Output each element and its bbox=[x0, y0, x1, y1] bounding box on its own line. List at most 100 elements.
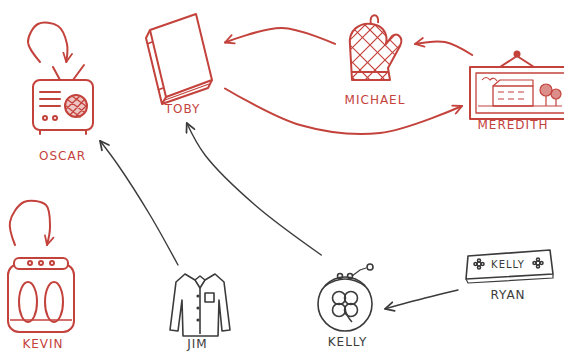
book-icon bbox=[146, 14, 212, 104]
shirt-icon-part bbox=[205, 293, 214, 302]
person-name: JIM bbox=[187, 337, 207, 351]
person-name: MEREDITH bbox=[478, 118, 549, 132]
purse-icon-part bbox=[333, 292, 346, 305]
picture-icon-part bbox=[540, 84, 552, 96]
foot-massager-icon-part bbox=[28, 261, 32, 265]
picture-icon-part bbox=[515, 52, 520, 57]
book-icon-part bbox=[146, 30, 166, 104]
person-name: TOBY bbox=[165, 102, 201, 116]
picture-icon-part bbox=[470, 67, 564, 119]
gift-node: KELLY RYAN bbox=[458, 245, 558, 305]
picture-icon-part bbox=[493, 80, 533, 99]
picture-icon bbox=[470, 52, 564, 120]
gift-arrow bbox=[415, 41, 472, 55]
purse-icon-part bbox=[345, 292, 358, 305]
foot-massager-icon-part bbox=[10, 319, 72, 320]
shirt-icon-part bbox=[195, 280, 205, 288]
oven-mitt-icon bbox=[330, 10, 410, 120]
radio-icon-part bbox=[40, 92, 60, 106]
radio-icon-part bbox=[53, 116, 57, 120]
person-name: RYAN bbox=[490, 288, 525, 302]
book-icon-part bbox=[162, 80, 212, 104]
nameplate-icon-part bbox=[474, 263, 477, 266]
purse-icon bbox=[318, 264, 373, 331]
person-name: KEVIN bbox=[22, 337, 63, 351]
shirt-icon-part bbox=[199, 288, 201, 334]
book-icon-part bbox=[147, 42, 163, 90]
book-icon-part bbox=[165, 84, 209, 100]
nameplate-icon-part bbox=[466, 250, 553, 279]
purse-icon-part bbox=[345, 310, 352, 322]
foot-massager-icon-part bbox=[8, 264, 74, 332]
gift-arrow bbox=[385, 290, 458, 309]
gift-arrow bbox=[28, 23, 67, 62]
gift-node: MEREDITH bbox=[462, 55, 564, 140]
nameplate-icon-part bbox=[533, 262, 536, 265]
picture-icon-part bbox=[551, 89, 561, 99]
purse-icon-part bbox=[367, 264, 373, 270]
nameplate-text: KELLY bbox=[491, 258, 525, 272]
radio-icon-part bbox=[43, 116, 47, 120]
oven-mitt-icon-part-part bbox=[330, 10, 410, 120]
nameplate-icon-part bbox=[481, 263, 484, 266]
picture-icon-part bbox=[500, 56, 534, 67]
oven-mitt-icon-part bbox=[351, 71, 389, 73]
oven-mitt-icon-part bbox=[330, 10, 410, 120]
radio-icon bbox=[33, 65, 93, 134]
purse-icon-part bbox=[348, 274, 353, 279]
person-name: OSCAR bbox=[39, 149, 86, 163]
person-name: MICHAEL bbox=[345, 93, 406, 107]
oven-mitt-icon-part-part bbox=[330, 10, 410, 105]
shirt-icon-part bbox=[197, 319, 199, 321]
picture-icon-part bbox=[476, 73, 564, 113]
oven-mitt-icon-part bbox=[350, 24, 402, 80]
purse-icon-part bbox=[325, 279, 365, 286]
gift-node: MICHAEL bbox=[335, 10, 415, 107]
purse-icon-part bbox=[338, 274, 343, 279]
radio-icon-part bbox=[33, 80, 93, 130]
radio-icon-part bbox=[65, 95, 87, 117]
radio-icon-part bbox=[66, 96, 86, 117]
nameplate-icon-part bbox=[540, 262, 543, 265]
picture-icon-part bbox=[493, 86, 533, 106]
foot-massager-icon-part bbox=[45, 282, 63, 322]
gift-arrow bbox=[225, 28, 335, 44]
foot-massager-icon-part bbox=[14, 258, 68, 269]
nameplate-icon-part bbox=[537, 258, 540, 261]
radio-icon-part bbox=[40, 130, 86, 134]
purse-icon-part bbox=[352, 268, 366, 276]
foot-massager-icon-part bbox=[19, 282, 37, 322]
gift-arrow bbox=[100, 141, 178, 265]
shirt-icon bbox=[170, 274, 230, 336]
gift-node: KELLY bbox=[310, 255, 385, 353]
oven-mitt-icon-part bbox=[371, 15, 379, 24]
picture-icon-part bbox=[482, 78, 497, 82]
gift-arrow bbox=[10, 201, 50, 245]
nameplate-icon-part bbox=[466, 274, 553, 283]
picture-icon-part bbox=[478, 96, 562, 106]
shirt-icon-part bbox=[170, 274, 230, 336]
book-icon-part bbox=[150, 14, 212, 97]
radio-icon-part bbox=[53, 65, 84, 80]
nameplate-icon-part bbox=[537, 265, 540, 268]
gift-node: TOBY bbox=[140, 8, 225, 123]
shirt-icon-part bbox=[197, 295, 199, 297]
gift-node: KEVIN bbox=[3, 245, 83, 353]
gift-node: JIM bbox=[165, 265, 230, 353]
shirt-icon-part bbox=[197, 307, 199, 309]
gift-node: OSCAR bbox=[25, 62, 100, 167]
nameplate-icon bbox=[466, 250, 553, 283]
foot-massager-icon-part bbox=[39, 261, 43, 265]
purse-icon-part bbox=[333, 304, 346, 317]
nameplate-icon-part bbox=[478, 259, 481, 262]
nameplate-icon-part bbox=[478, 266, 481, 269]
person-name: KELLY bbox=[328, 335, 368, 349]
foot-massager-icon bbox=[8, 258, 74, 332]
gift-arrow bbox=[187, 123, 322, 255]
gift-arrow bbox=[225, 89, 462, 135]
purse-icon-part bbox=[318, 277, 372, 331]
foot-massager-icon-part bbox=[50, 261, 54, 265]
